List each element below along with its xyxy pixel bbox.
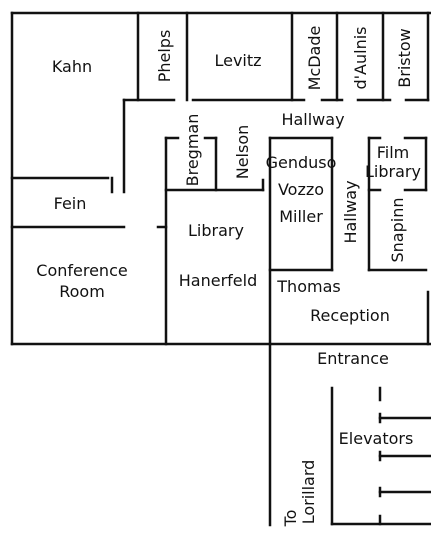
room-label-bregman: Bregman <box>183 114 202 187</box>
room-label-vozzo: Vozzo <box>278 180 324 199</box>
room-label-phelps: Phelps <box>155 30 174 83</box>
room-labels: Kahn Phelps Levitz McDade d'Aulnis Brist… <box>36 26 421 448</box>
room-label-miller: Miller <box>279 207 323 226</box>
room-label-room: Room <box>59 282 105 301</box>
room-label-elevators: Elevators <box>339 429 414 448</box>
corridor-labels: Hallway Hallway Entrance To Lorillard <box>281 110 389 527</box>
corridor-label-entrance: Entrance <box>317 349 389 368</box>
room-label-thomas: Thomas <box>276 277 340 296</box>
room-label-snapinn: Snapinn <box>388 198 407 263</box>
corridor-label-to: To <box>281 510 300 528</box>
room-label-genduso: Genduso <box>266 153 337 172</box>
room-label-mcdade: McDade <box>305 26 324 91</box>
room-label-hanerfeld: Hanerfeld <box>179 271 257 290</box>
room-label-levitz: Levitz <box>214 51 261 70</box>
room-label-bristow: Bristow <box>395 28 414 87</box>
corridor-label-hallway-top: Hallway <box>281 110 344 129</box>
corridor-label-lorillard: Lorillard <box>299 460 318 525</box>
walls <box>10 11 431 527</box>
room-label-conference: Conference <box>36 261 127 280</box>
room-label-library-film: Library <box>365 162 421 181</box>
room-label-reception: Reception <box>310 306 390 325</box>
corridor-label-hallway-middle: Hallway <box>341 180 360 243</box>
room-label-fein: Fein <box>54 194 87 213</box>
room-label-kahn: Kahn <box>52 57 92 76</box>
room-label-nelson: Nelson <box>233 125 252 180</box>
room-label-film: Film <box>377 143 410 162</box>
room-label-daulnis: d'Aulnis <box>351 26 370 89</box>
room-label-library: Library <box>188 221 244 240</box>
